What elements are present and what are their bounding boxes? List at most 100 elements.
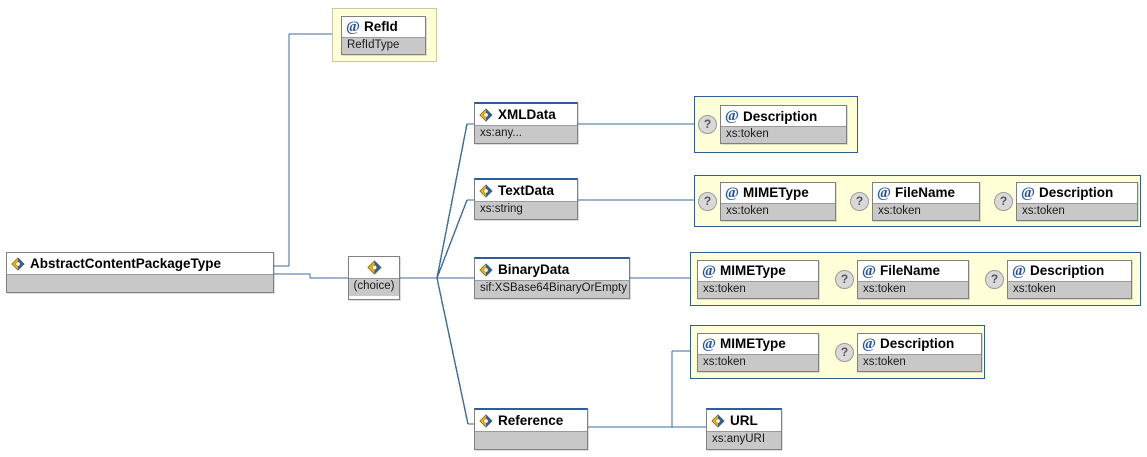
root-label: AbstractContentPackageType xyxy=(30,256,222,271)
description-name-row: @ Description xyxy=(721,106,846,126)
attr-box-refid[interactable]: @ RefId RefIdType xyxy=(341,15,426,55)
xmldata-label: XMLData xyxy=(498,107,556,122)
attr-box-filename[interactable]: @ FileName xs:token xyxy=(857,259,969,299)
reference-name-row: Reference xyxy=(475,410,587,431)
attr-slot-textdata-mimetype: ? @ MIMEType xs:token xyxy=(695,176,836,226)
attr-box-filename[interactable]: @ FileName xs:token xyxy=(872,181,980,221)
element-node-xmldata[interactable]: XMLData xs:any... xyxy=(474,102,578,144)
root-type xyxy=(7,274,273,292)
attr-group-reference: @ MIMEType xs:token ? @ Description xs:t… xyxy=(690,325,985,379)
attr-box-description[interactable]: @ Description xs:token xyxy=(720,105,847,144)
mimetype-name-row: @ MIMEType xyxy=(721,182,835,203)
attr-slot-binarydata-filename: ? @ FileName xs:token xyxy=(832,253,969,305)
refid-label: RefId xyxy=(363,19,398,34)
mimetype-label: MIMEType xyxy=(742,185,809,200)
mimetype-type: xs:token xyxy=(698,280,818,298)
filename-type: xs:token xyxy=(873,202,979,220)
at-sign-icon: @ xyxy=(346,18,360,35)
refid-attr-group: @ RefId RefIdType xyxy=(332,8,437,62)
reference-type xyxy=(475,431,587,449)
question-mark-badge: ? xyxy=(985,269,1004,289)
attr-box-mimetype[interactable]: @ MIMEType xs:token xyxy=(697,332,819,372)
element-node-textdata[interactable]: TextData xs:string xyxy=(474,178,578,220)
filename-name-row: @ FileName xyxy=(858,260,968,281)
choice-icon-row xyxy=(349,257,399,278)
description-label: Description xyxy=(879,336,955,351)
description-label: Description xyxy=(1038,185,1114,200)
textdata-name-row: TextData xyxy=(475,180,577,201)
choice-diamond-icon xyxy=(366,260,382,275)
attr-group-textdata: ? @ MIMEType xs:token ? @ FileName xs:to… xyxy=(694,175,1141,227)
question-mark-badge: ? xyxy=(994,191,1013,211)
element-diamond-icon xyxy=(479,183,493,198)
refid-name-row: @ RefId xyxy=(342,16,425,37)
attr-slot-textdata-description: ? @ Description xs:token xyxy=(991,176,1138,226)
attr-slot-binarydata-mimetype: @ MIMEType xs:token xyxy=(697,253,819,305)
description-type: xs:token xyxy=(1017,202,1137,220)
question-mark-badge: ? xyxy=(835,269,854,289)
root-type-node[interactable]: AbstractContentPackageType xyxy=(6,252,274,293)
attr-group-binarydata: @ MIMEType xs:token ? @ FileName xs:toke… xyxy=(690,252,1141,306)
url-type: xs:anyURI xyxy=(707,431,781,449)
element-diamond-icon xyxy=(479,107,493,122)
refid-type: RefIdType xyxy=(342,36,425,54)
at-sign-icon: @ xyxy=(1012,262,1026,279)
at-sign-icon: @ xyxy=(877,184,891,201)
url-label: URL xyxy=(730,413,758,428)
attr-slot-binarydata-description: ? @ Description xs:token xyxy=(982,253,1132,305)
binarydata-name-row: BinaryData xyxy=(475,259,629,280)
element-node-binarydata[interactable]: BinaryData sif:XSBase64BinaryOrEmpty xyxy=(474,257,630,299)
at-sign-icon: @ xyxy=(725,108,739,124)
attr-slot-textdata-filename: ? @ FileName xs:token xyxy=(847,176,980,226)
filename-type: xs:token xyxy=(858,280,968,298)
at-sign-icon: @ xyxy=(702,262,716,279)
mimetype-label: MIMEType xyxy=(719,336,786,351)
element-node-url[interactable]: URL xs:anyURI xyxy=(706,408,782,450)
description-type: xs:token xyxy=(858,353,981,371)
description-label: Description xyxy=(1029,263,1105,278)
mimetype-type: xs:token xyxy=(721,202,835,220)
binarydata-label: BinaryData xyxy=(498,262,570,277)
description-type: xs:token xyxy=(721,126,846,143)
description-label: Description xyxy=(742,108,818,124)
attr-box-description[interactable]: @ Description xs:token xyxy=(1016,181,1138,221)
description-name-row: @ Description xyxy=(1008,260,1131,281)
at-sign-icon: @ xyxy=(862,262,876,279)
choice-label: (choice) xyxy=(349,278,399,296)
url-name-row: URL xyxy=(707,410,781,431)
element-diamond-icon xyxy=(711,413,725,428)
attr-box-mimetype[interactable]: @ MIMEType xs:token xyxy=(697,259,819,299)
refid-slot: @ RefId RefIdType xyxy=(341,9,426,61)
at-sign-icon: @ xyxy=(702,335,716,352)
mimetype-name-row: @ MIMEType xyxy=(698,333,818,354)
textdata-label: TextData xyxy=(498,183,555,198)
root-name-row: AbstractContentPackageType xyxy=(7,253,273,274)
attr-group-xmldata: ? @ Description xs:token xyxy=(694,96,858,153)
attr-slot-reference-mimetype: @ MIMEType xs:token xyxy=(697,326,819,378)
mimetype-type: xs:token xyxy=(698,353,818,371)
attr-box-description[interactable]: @ Description xs:token xyxy=(857,332,982,372)
attr-box-description[interactable]: @ Description xs:token xyxy=(1007,259,1132,299)
filename-label: FileName xyxy=(894,185,955,200)
at-sign-icon: @ xyxy=(1021,184,1035,201)
xmldata-name-row: XMLData xyxy=(475,104,577,125)
element-diamond-icon xyxy=(11,256,25,271)
textdata-type: xs:string xyxy=(475,201,577,219)
description-name-row: @ Description xyxy=(1017,182,1137,203)
xmldata-type: xs:any... xyxy=(475,125,577,143)
choice-node[interactable]: (choice) xyxy=(348,256,400,300)
at-sign-icon: @ xyxy=(862,335,876,352)
attr-slot-xmldata-description: ? @ Description xs:token xyxy=(695,97,847,152)
mimetype-label: MIMEType xyxy=(719,263,786,278)
question-mark-badge: ? xyxy=(850,191,869,211)
mimetype-name-row: @ MIMEType xyxy=(698,260,818,281)
element-node-reference[interactable]: Reference xyxy=(474,408,588,450)
filename-label: FileName xyxy=(879,263,940,278)
question-mark-badge: ? xyxy=(698,115,717,134)
description-name-row: @ Description xyxy=(858,333,981,354)
attr-box-mimetype[interactable]: @ MIMEType xs:token xyxy=(720,181,836,221)
question-mark-badge: ? xyxy=(698,191,717,211)
element-diamond-icon xyxy=(479,262,493,277)
